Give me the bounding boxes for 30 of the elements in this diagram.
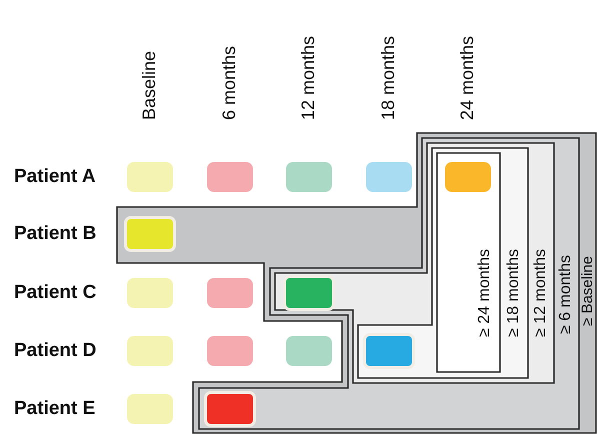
sample-tile	[286, 336, 332, 366]
region-label: ≥ Baseline	[580, 256, 596, 326]
sample-tile	[127, 336, 173, 366]
column-header: 6 months	[220, 46, 240, 120]
column-header: Baseline	[140, 51, 160, 120]
sample-tile	[445, 162, 491, 192]
sample-tile	[286, 162, 332, 192]
row-label: Patient D	[14, 340, 96, 362]
region-label: ≥ 24 months	[476, 249, 494, 337]
sample-tile	[204, 391, 256, 427]
column-header: 24 months	[458, 36, 478, 120]
sample-tile	[124, 216, 176, 252]
region-label: ≥ 6 months	[557, 255, 575, 334]
sample-tile	[127, 162, 173, 192]
column-header: 18 months	[379, 36, 399, 120]
sample-tile	[207, 162, 253, 192]
region-label: ≥ 18 months	[505, 249, 523, 337]
row-label: Patient C	[14, 282, 96, 304]
sample-tile	[366, 162, 412, 192]
sample-tile	[283, 275, 335, 311]
sample-tile	[207, 278, 253, 308]
sample-tile	[207, 336, 253, 366]
column-header: 12 months	[299, 36, 319, 120]
row-label: Patient A	[14, 166, 96, 188]
sample-tile	[127, 394, 173, 424]
row-label: Patient E	[14, 398, 96, 420]
sample-tile	[127, 278, 173, 308]
row-label: Patient B	[14, 223, 96, 245]
sample-tile	[363, 333, 415, 369]
region-label: ≥ 12 months	[532, 249, 550, 337]
